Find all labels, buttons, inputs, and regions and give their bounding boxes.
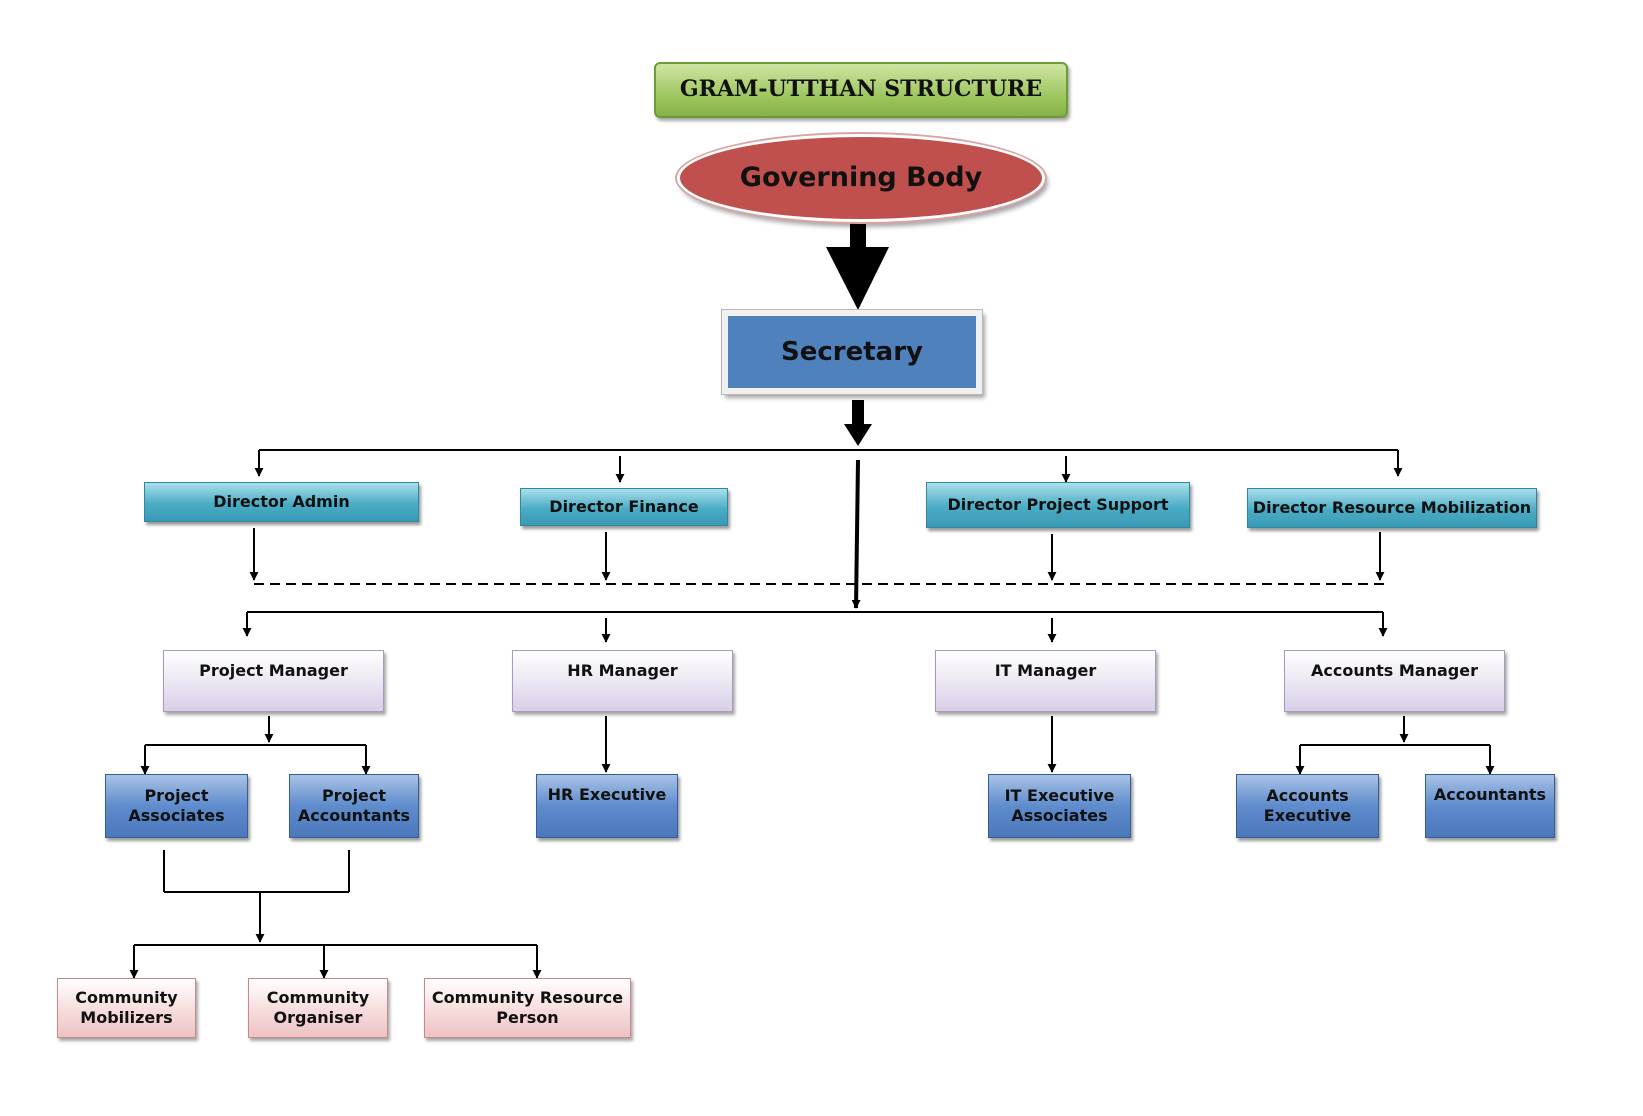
main-trunk	[851, 459, 861, 609]
project-associates-node: Project Associates	[105, 774, 248, 838]
big-arrow-governing-to-secretary	[826, 220, 889, 310]
director-project-support-node: Director Project Support	[926, 482, 1190, 528]
director-admin-node: Director Admin	[144, 482, 419, 522]
project-accountants-node: Project Accountants	[289, 774, 419, 838]
hr-executive-node: HR Executive	[536, 774, 678, 838]
director-resource-mobilization-node: Director Resource Mobilization	[1247, 488, 1537, 528]
community-resource-person-node: Community Resource Person	[424, 978, 631, 1038]
it-executive-associates-node: IT Executive Associates	[988, 774, 1131, 838]
community-mobilizers-node: Community Mobilizers	[57, 978, 196, 1038]
arrow-secretary-to-directors	[844, 400, 872, 446]
chart-title: GRAM-UTTHAN STRUCTURE	[654, 62, 1068, 118]
governing-body-node: Governing Body	[677, 134, 1045, 222]
accounts-executive-node: Accounts Executive	[1236, 774, 1379, 838]
hr-manager-node: HR Manager	[512, 650, 733, 712]
accountants-node: Accountants	[1425, 774, 1555, 838]
director-finance-node: Director Finance	[520, 488, 728, 526]
community-organiser-node: Community Organiser	[248, 978, 388, 1038]
it-manager-node: IT Manager	[935, 650, 1156, 712]
secretary-node: Secretary	[722, 310, 982, 394]
accounts-manager-node: Accounts Manager	[1284, 650, 1505, 712]
project-manager-node: Project Manager	[163, 650, 384, 712]
